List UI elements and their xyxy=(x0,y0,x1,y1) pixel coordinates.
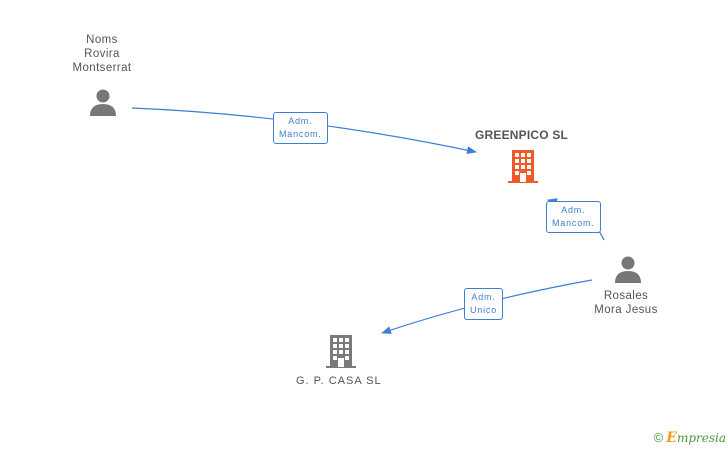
brand-initial: E xyxy=(666,430,677,446)
edge-label-line: Adm. xyxy=(288,116,313,126)
person-name-line: Mora Jesus xyxy=(594,304,658,316)
person-name-rosales[interactable]: Rosales Mora Jesus xyxy=(578,289,674,317)
brand-name: mpresia xyxy=(676,431,726,445)
edge-label-rosales-gpcasa[interactable]: Adm. Unico xyxy=(464,288,504,320)
building-icon[interactable] xyxy=(325,334,357,368)
edge-label-line: Mancom. xyxy=(552,218,595,228)
person-icon[interactable] xyxy=(89,88,117,116)
edge-label-rosales-greenpico[interactable]: Adm. Mancom. xyxy=(546,201,601,233)
person-name-line: Noms xyxy=(86,34,118,46)
empresia-watermark: ©Empresia xyxy=(654,430,726,446)
person-name-line: Montserrat xyxy=(72,62,132,74)
person-name-line: Rovira xyxy=(84,48,120,60)
person-name-noms[interactable]: Noms Rovira Montserrat xyxy=(52,33,152,75)
edge-label-line: Unico xyxy=(470,305,498,315)
edge-label-noms-greenpico[interactable]: Adm. Mancom. xyxy=(273,112,328,144)
copyright-symbol: © xyxy=(653,430,664,445)
person-name-line: Rosales xyxy=(603,290,649,302)
person-icon[interactable] xyxy=(614,255,642,283)
edge-label-line: Mancom. xyxy=(279,129,322,139)
edge-label-line: Adm. xyxy=(561,205,586,215)
building-icon[interactable] xyxy=(507,149,539,183)
company-name-gpcasa[interactable]: G. P. CASA SL xyxy=(296,375,382,387)
edge-label-line: Adm. xyxy=(471,292,496,302)
company-name-greenpico[interactable]: GREENPICO SL xyxy=(475,128,569,142)
